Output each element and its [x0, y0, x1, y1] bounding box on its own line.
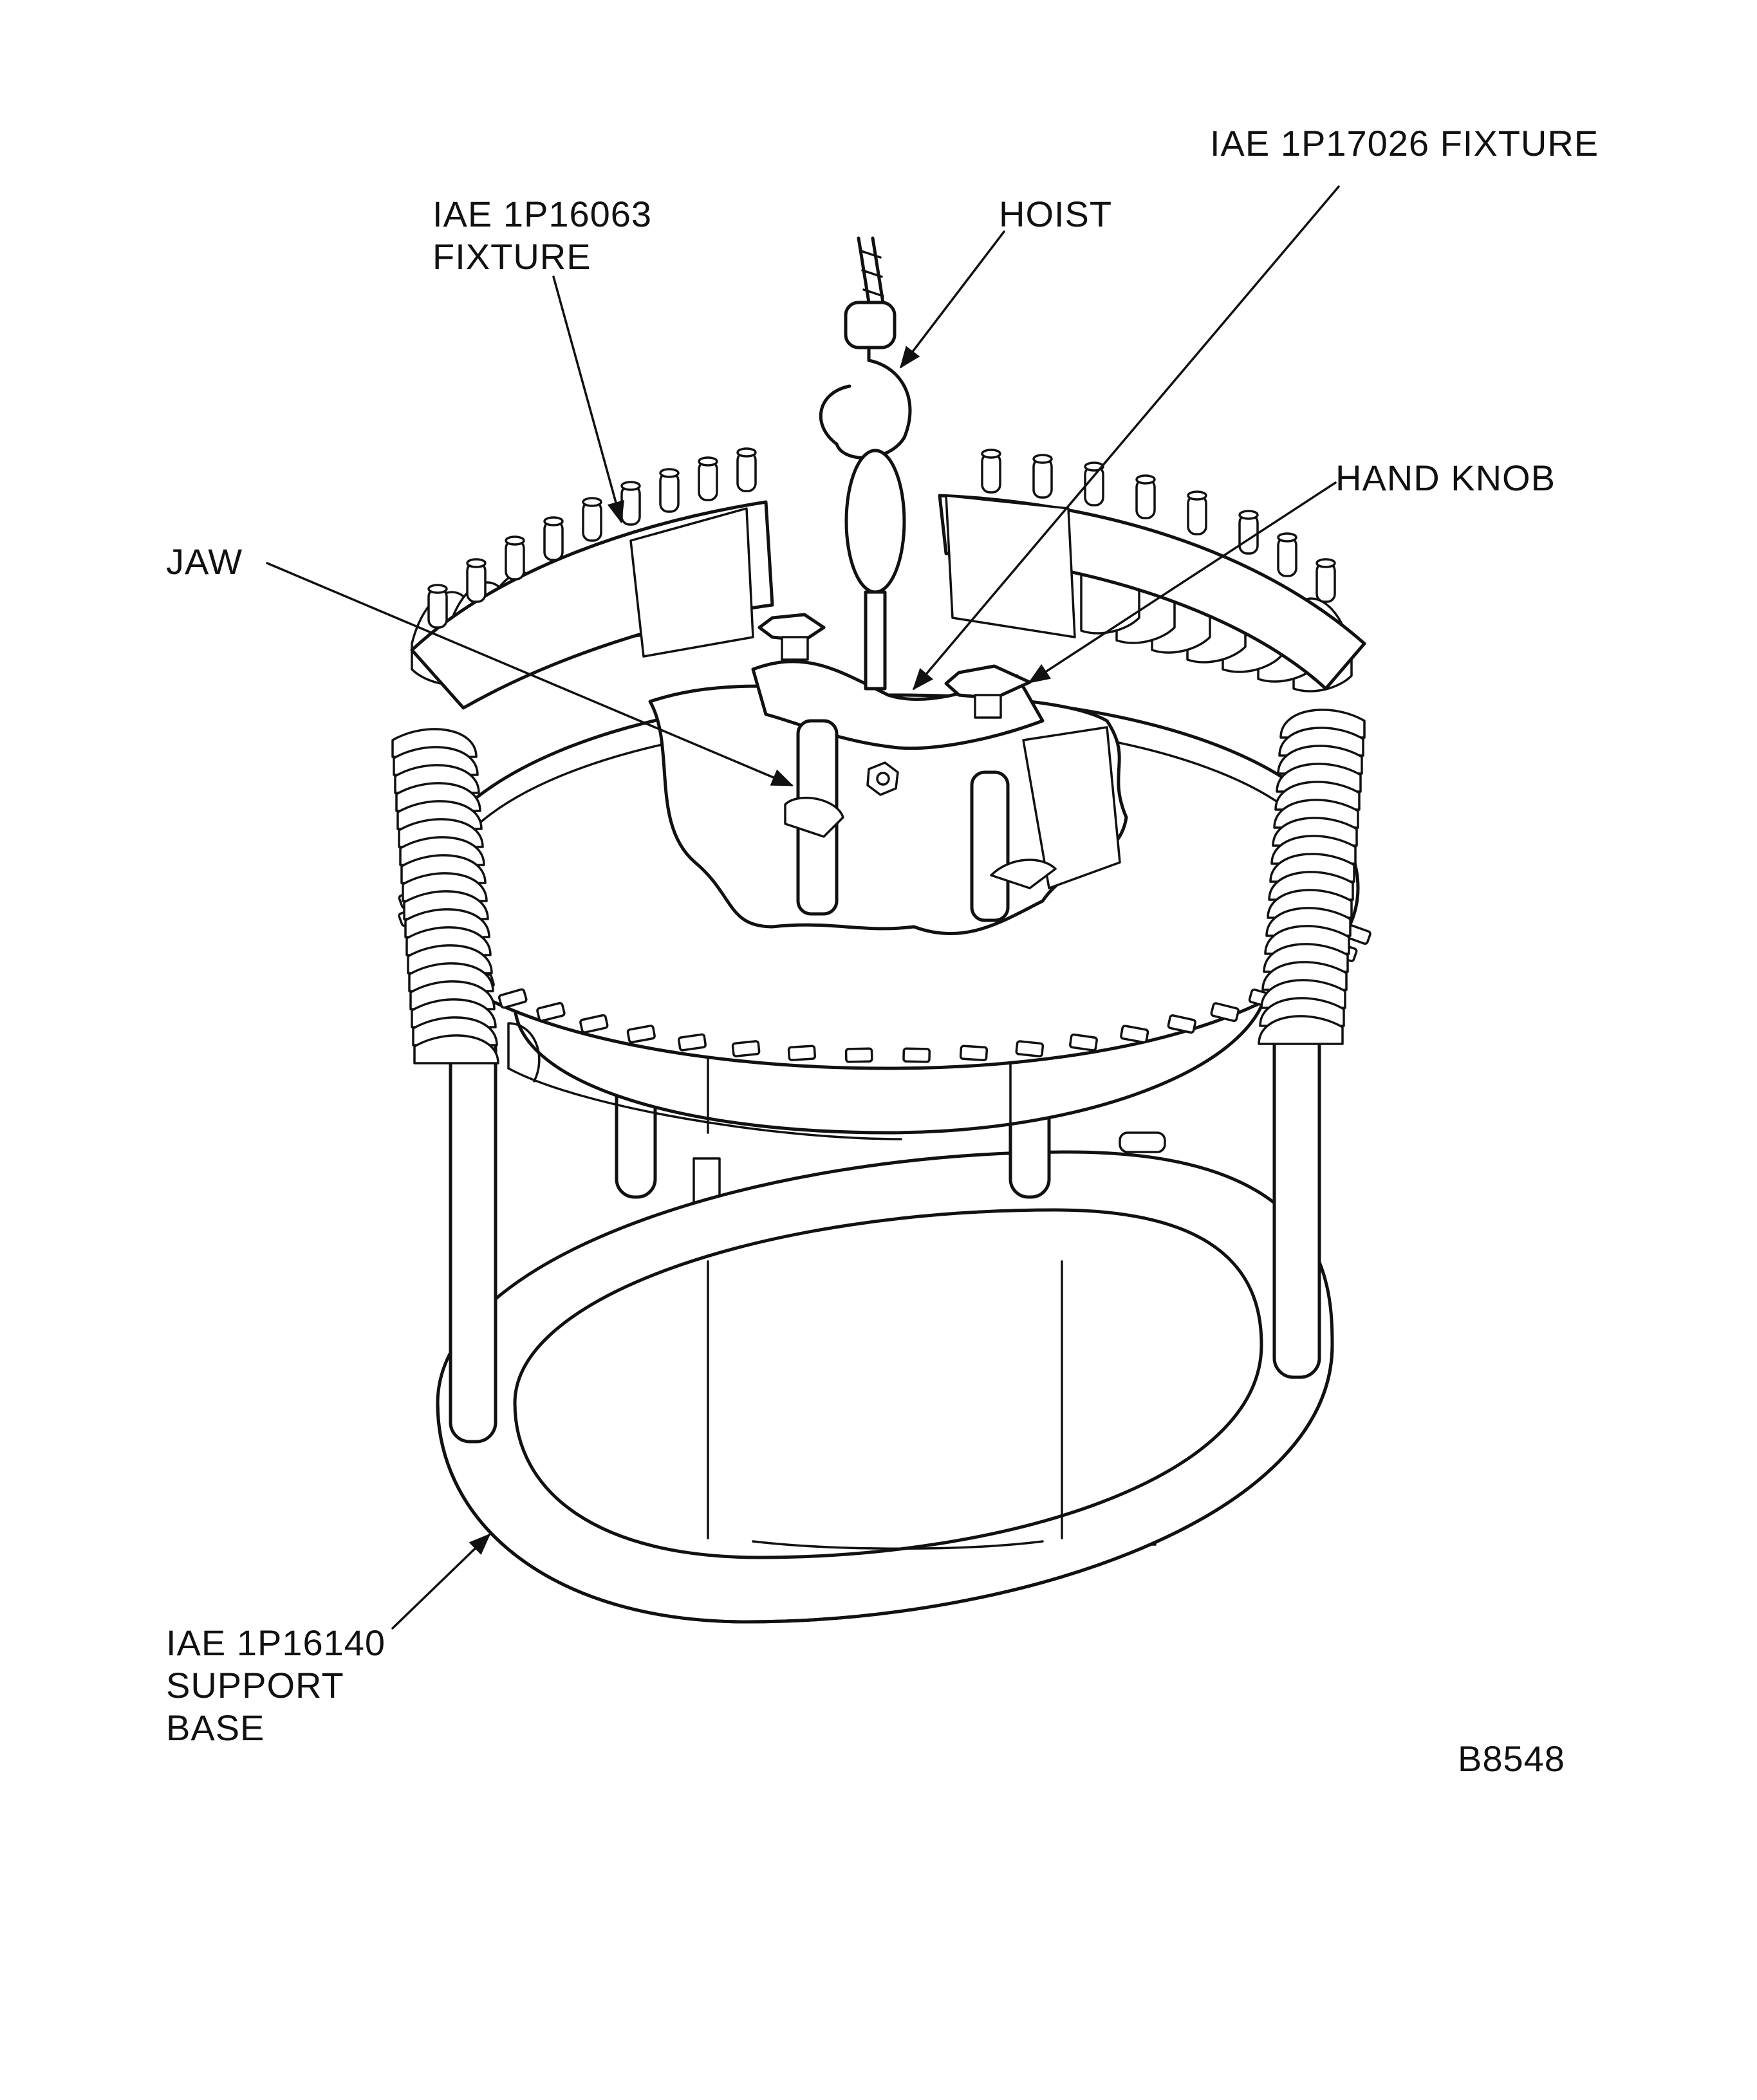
pin: [1084, 465, 1104, 506]
ring-slot: [536, 1001, 566, 1022]
leader-hand-knob: [1028, 481, 1337, 683]
pin-top: [543, 516, 564, 526]
label-1p17026-fixture: IAE 1P17026 FIXTURE: [1210, 123, 1599, 163]
pin-top: [1187, 490, 1207, 501]
pin: [1135, 478, 1156, 519]
label-jaw: JAW: [166, 541, 243, 582]
blade: [1258, 1015, 1344, 1045]
pin-top: [981, 449, 1001, 459]
label-1p16063-fixture: IAE 1P16063 FIXTURE: [432, 194, 653, 277]
ring-slot: [678, 1033, 707, 1052]
pin-row-left: [427, 447, 757, 629]
pin: [582, 501, 602, 542]
figure-number: B8548: [1458, 1738, 1565, 1779]
pin-top: [427, 584, 448, 594]
label-hoist: HOIST: [999, 194, 1113, 234]
leader-lines: [266, 185, 1340, 1630]
blade: [413, 1034, 499, 1064]
pin: [1032, 458, 1053, 499]
pin-top: [505, 535, 525, 546]
pin-top: [1032, 454, 1053, 464]
ring-slot: [1015, 1040, 1045, 1057]
leader-1p16140: [391, 1533, 491, 1630]
ring-slot: [731, 1040, 761, 1057]
leader-jaw: [266, 562, 794, 786]
pin-top: [698, 456, 718, 467]
ring-slot: [787, 1045, 817, 1061]
pin: [466, 562, 487, 603]
pin: [981, 452, 1001, 494]
pin-top: [1238, 510, 1259, 520]
central-fixture: [648, 613, 1128, 936]
ring-slot: [902, 1047, 931, 1063]
pin-top: [582, 497, 602, 507]
pin: [1315, 562, 1336, 603]
ring-slot: [1069, 1033, 1098, 1052]
ring-slot: [1167, 1014, 1196, 1034]
pin-top: [659, 468, 680, 478]
outer-fixture-wall: [410, 447, 1366, 710]
leader-hoist: [899, 230, 1005, 369]
label-hand-knob: HAND KNOB: [1335, 458, 1556, 498]
ring-slot: [626, 1025, 656, 1044]
hoist: [819, 236, 912, 691]
pin-top: [466, 558, 487, 568]
ring-slot: [959, 1045, 989, 1062]
ring-slot: [497, 988, 528, 1009]
pin: [659, 472, 680, 513]
hand-knob-left: [758, 613, 826, 661]
leader-1p17026: [912, 185, 1340, 691]
pin-top: [1135, 474, 1156, 485]
pin-top: [1315, 558, 1336, 568]
pin-top: [620, 481, 641, 491]
pin: [736, 451, 757, 492]
leader-1p16063: [552, 275, 624, 524]
pin: [620, 485, 641, 526]
pin: [1277, 536, 1297, 577]
ring-slot: [579, 1014, 609, 1034]
ring-slot: [1210, 1002, 1240, 1023]
pin: [505, 539, 525, 581]
pin: [427, 588, 448, 629]
hand-knob-right: [944, 664, 1032, 719]
pin-top: [1277, 532, 1297, 543]
pin: [543, 520, 564, 561]
ring-slot: [844, 1047, 873, 1063]
pin: [1187, 494, 1207, 535]
pin-top: [736, 447, 757, 458]
ring-slot: [1120, 1025, 1149, 1044]
label-1p16140-support-base: IAE 1P16140 SUPPORT BASE: [166, 1622, 386, 1748]
pin: [698, 460, 718, 501]
